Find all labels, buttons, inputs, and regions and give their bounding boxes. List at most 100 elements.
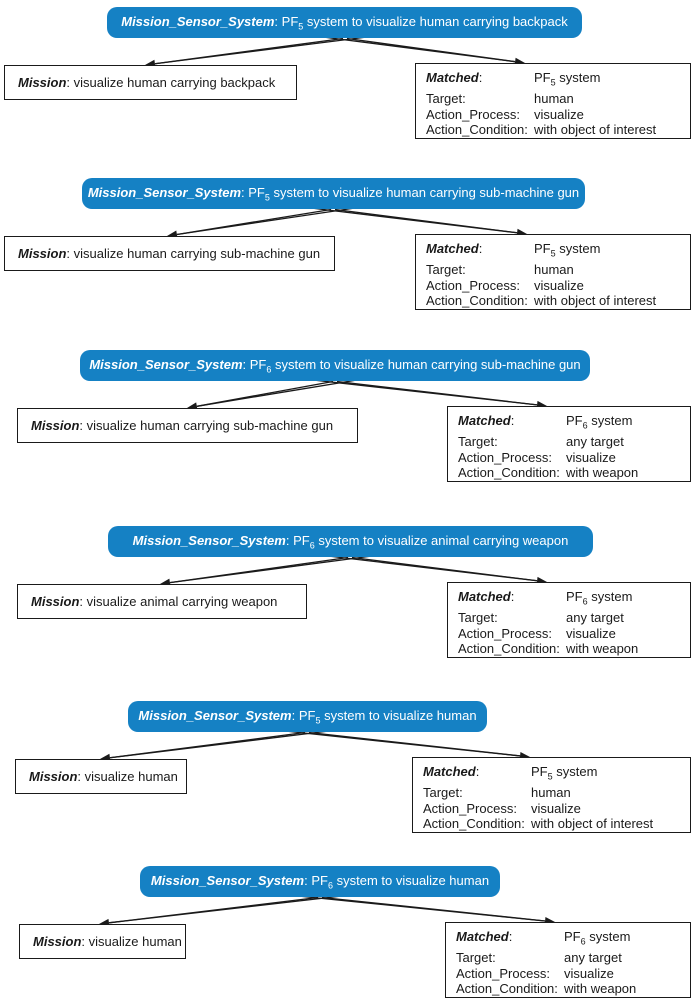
action-condition-value: with weapon	[566, 465, 639, 481]
matched-row-action-condition: Action_Condition: with object of interes…	[423, 816, 686, 832]
action-process-value: visualize	[534, 106, 584, 122]
connector-arrows	[100, 730, 530, 762]
action-condition-value: with object of interest	[531, 816, 654, 832]
action-condition-value: with weapon	[564, 981, 637, 997]
mission-box: Mission: visualize human	[15, 759, 187, 794]
action-condition-label: Action_Condition:	[423, 816, 525, 832]
target-value: human	[534, 262, 574, 278]
matched-system-value: PF5 system	[531, 764, 598, 782]
matched-label: Matched:	[456, 929, 513, 944]
matched-box: Matched: PF6 system Target: any target A…	[447, 582, 691, 658]
matched-label: Matched:	[458, 589, 515, 604]
mission-box: Mission: visualize human carrying backpa…	[4, 65, 297, 100]
mission-text: Mission: visualize human carrying sub-ma…	[31, 418, 334, 433]
target-label: Target:	[456, 950, 496, 966]
mission-match-block-6: Mission_Sensor_System: PF6 system to vis…	[0, 866, 692, 1000]
action-process-value: visualize	[534, 277, 584, 293]
matched-row-action-process: Action_Process: visualize	[458, 626, 686, 642]
header-text: Mission_Sensor_System: PF6 system to vis…	[89, 356, 581, 375]
matched-label: Matched:	[426, 70, 483, 85]
matched-row-action-process: Action_Process: visualize	[426, 278, 686, 294]
matched-row-target: Target: any target	[458, 434, 686, 450]
matched-row-system: Matched: PF6 system	[456, 929, 686, 950]
mission-match-block-1: Mission_Sensor_System: PF5 system to vis…	[0, 7, 692, 141]
mission-sensor-system-header: Mission_Sensor_System: PF6 system to vis…	[108, 526, 593, 557]
target-value: any target	[564, 950, 622, 966]
target-value: any target	[566, 434, 624, 450]
matched-row-target: Target: any target	[458, 610, 686, 626]
matched-box: Matched: PF6 system Target: any target A…	[445, 922, 691, 998]
action-process-value: visualize	[566, 449, 616, 465]
matched-row-system: Matched: PF5 system	[426, 241, 686, 262]
action-process-label: Action_Process:	[456, 965, 550, 981]
matched-box: Matched: PF5 system Target: human Action…	[415, 234, 691, 310]
connector-arrows	[187, 379, 547, 411]
header-text: Mission_Sensor_System: PF6 system to vis…	[150, 872, 490, 891]
mission-text: Mission: visualize human	[33, 934, 182, 949]
mission-box: Mission: visualize human	[19, 924, 186, 959]
matched-row-system: Matched: PF5 system	[423, 764, 686, 785]
action-process-label: Action_Process:	[426, 277, 520, 293]
matched-system-value: PF6 system	[566, 413, 633, 431]
matched-row-target: Target: human	[423, 785, 686, 801]
action-process-label: Action_Process:	[426, 106, 520, 122]
action-process-label: Action_Process:	[458, 449, 552, 465]
matched-row-system: Matched: PF6 system	[458, 589, 686, 610]
matched-system-value: PF5 system	[534, 70, 601, 88]
matched-label: Matched:	[458, 413, 515, 428]
action-condition-label: Action_Condition:	[426, 122, 528, 138]
target-value: human	[531, 785, 571, 801]
mission-match-block-2: Mission_Sensor_System: PF5 system to vis…	[0, 178, 692, 312]
action-condition-label: Action_Condition:	[426, 293, 528, 309]
matched-row-target: Target: human	[426, 262, 686, 278]
target-label: Target:	[458, 610, 498, 626]
target-label: Target:	[423, 785, 463, 801]
action-process-value: visualize	[531, 800, 581, 816]
connector-arrows	[145, 36, 525, 68]
matched-row-action-process: Action_Process: visualize	[456, 966, 686, 982]
action-process-label: Action_Process:	[423, 800, 517, 816]
mission-match-block-4: Mission_Sensor_System: PF6 system to vis…	[0, 526, 692, 660]
header-text: Mission_Sensor_System: PF5 system to vis…	[121, 13, 568, 32]
matched-box: Matched: PF5 system Target: human Action…	[412, 757, 691, 833]
matched-row-action-process: Action_Process: visualize	[423, 801, 686, 817]
mission-text: Mission: visualize human	[29, 769, 178, 784]
matched-system-value: PF6 system	[566, 589, 633, 607]
action-process-label: Action_Process:	[458, 625, 552, 641]
target-label: Target:	[426, 91, 466, 107]
action-condition-value: with object of interest	[534, 122, 657, 138]
mission-box: Mission: visualize human carrying sub-ma…	[17, 408, 358, 443]
matched-row-system: Matched: PF5 system	[426, 70, 686, 91]
mission-sensor-system-header: Mission_Sensor_System: PF6 system to vis…	[80, 350, 590, 381]
matched-box: Matched: PF6 system Target: any target A…	[447, 406, 691, 482]
mission-sensor-system-header: Mission_Sensor_System: PF5 system to vis…	[128, 701, 487, 732]
action-condition-label: Action_Condition:	[458, 641, 560, 657]
action-condition-label: Action_Condition:	[456, 981, 558, 997]
mission-sensor-system-header: Mission_Sensor_System: PF5 system to vis…	[82, 178, 585, 209]
mission-sensor-system-header: Mission_Sensor_System: PF5 system to vis…	[107, 7, 582, 38]
matched-label: Matched:	[423, 764, 480, 779]
target-label: Target:	[458, 434, 498, 450]
matched-row-action-process: Action_Process: visualize	[426, 107, 686, 123]
matched-system-value: PF5 system	[534, 241, 601, 259]
matched-row-action-process: Action_Process: visualize	[458, 450, 686, 466]
matched-row-action-condition: Action_Condition: with weapon	[456, 981, 686, 997]
header-text: Mission_Sensor_System: PF6 system to vis…	[132, 532, 569, 551]
matched-row-target: Target: human	[426, 91, 686, 107]
mission-text: Mission: visualize human carrying sub-ma…	[18, 246, 321, 261]
matched-row-action-condition: Action_Condition: with object of interes…	[426, 293, 686, 309]
target-label: Target:	[426, 262, 466, 278]
matched-row-target: Target: any target	[456, 950, 686, 966]
mission-sensor-system-header: Mission_Sensor_System: PF6 system to vis…	[140, 866, 500, 897]
header-text: Mission_Sensor_System: PF5 system to vis…	[87, 184, 580, 203]
header-text: Mission_Sensor_System: PF5 system to vis…	[138, 707, 477, 726]
matched-row-action-condition: Action_Condition: with weapon	[458, 641, 686, 657]
matched-label: Matched:	[426, 241, 483, 256]
mission-text: Mission: visualize animal carrying weapo…	[31, 594, 278, 609]
matched-row-action-condition: Action_Condition: with object of interes…	[426, 122, 686, 138]
mission-match-block-3: Mission_Sensor_System: PF6 system to vis…	[0, 350, 692, 484]
matched-box: Matched: PF5 system Target: human Action…	[415, 63, 691, 139]
connector-arrows	[167, 207, 527, 239]
action-condition-value: with object of interest	[534, 293, 657, 309]
action-condition-label: Action_Condition:	[458, 465, 560, 481]
